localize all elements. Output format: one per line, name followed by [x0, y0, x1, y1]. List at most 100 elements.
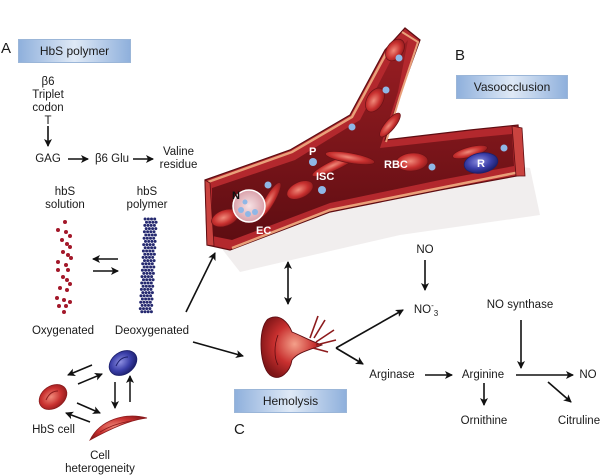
polymer-dot	[151, 284, 155, 288]
polymer-dot	[154, 220, 158, 224]
polymer-dot	[140, 268, 144, 272]
arrow-hbs-to-sickle	[76, 402, 101, 414]
panel-letter-b: B	[455, 47, 466, 64]
polymer-dot	[145, 220, 148, 224]
polymer-dot	[142, 300, 146, 304]
deoxygenated-cell-icon	[108, 350, 138, 376]
label-isc: ISC	[316, 171, 334, 183]
polymer-dot	[150, 291, 154, 295]
polymer-dot	[140, 281, 144, 285]
polymer-dot	[146, 287, 150, 291]
polymer-dot	[149, 223, 153, 227]
polymer-dot	[142, 236, 146, 240]
polymer-dot	[140, 297, 144, 301]
polymer-dot	[149, 259, 153, 263]
polymer-dot	[151, 271, 155, 275]
codon-label: β6 Triplet codon T	[28, 76, 68, 128]
polymer-dot	[148, 300, 152, 304]
polymer-dot	[141, 255, 145, 259]
codon-line-2: Triplet	[32, 89, 64, 101]
no-synthase-label: NO synthase	[486, 299, 554, 311]
polymer-dot	[150, 217, 153, 221]
valine-label: Valine residue	[156, 146, 201, 172]
arrow-blue-to-hbs	[67, 364, 93, 376]
valine-line-2: residue	[159, 159, 198, 171]
polymer-dot	[143, 275, 147, 279]
hemolyzed-cell-icon	[260, 315, 337, 378]
polymer-dot	[144, 255, 148, 259]
polymer-dot	[148, 249, 152, 253]
polymer-dot	[142, 307, 145, 311]
polymer-dot	[148, 284, 151, 288]
hbs-solution-label: hbS solution	[40, 186, 90, 212]
hbs-polymer-dots	[138, 217, 158, 314]
hbs-solution-line-2: solution	[45, 199, 85, 211]
polymer-dot	[142, 243, 146, 247]
polymer-dot	[143, 217, 147, 221]
polymer-dot	[147, 239, 151, 243]
polymer-dot	[143, 287, 147, 291]
polymer-dot	[141, 249, 145, 253]
polymer-dot	[145, 294, 149, 298]
polymer-dot	[142, 294, 146, 298]
arginine-label: Arginine	[461, 369, 505, 381]
polymer-dot	[148, 243, 152, 247]
polymer-dot	[146, 217, 150, 221]
polymer-dot	[142, 265, 146, 269]
polymer-dot	[150, 233, 154, 237]
polymer-dot	[151, 220, 155, 224]
panel-letter-a: A	[1, 40, 12, 57]
label-endothelial-cell: EC	[256, 225, 271, 237]
polymer-dot	[147, 291, 151, 295]
polymer-dot	[146, 223, 150, 227]
polymer-dot	[146, 252, 150, 256]
polymer-dot	[150, 303, 154, 307]
arginase-label: Arginase	[369, 369, 415, 381]
citruline-label: Citruline	[557, 415, 601, 427]
hbs-solution-dots	[55, 220, 73, 314]
polymer-dot	[142, 271, 146, 275]
polymer-dot	[150, 297, 154, 301]
polymer-dot	[146, 259, 150, 263]
glu-label: β6 Glu	[94, 153, 130, 165]
heterogeneity-line-1: Cell	[90, 450, 110, 462]
polymer-dot	[151, 249, 155, 253]
polymer-dot	[143, 246, 147, 250]
polymer-dot	[147, 268, 151, 272]
polymer-dot	[144, 227, 148, 231]
polymer-dot	[151, 278, 155, 282]
codon-line-3: codon	[32, 102, 64, 114]
polymer-dot	[140, 310, 144, 314]
polymer-dot	[153, 217, 157, 221]
polymer-dot	[144, 268, 148, 272]
polymer-dot	[150, 275, 154, 279]
no-right-label: NO	[579, 369, 597, 381]
label-rbc: RBC	[384, 159, 408, 171]
polymer-dot	[148, 271, 152, 275]
polymer-dot	[152, 259, 156, 263]
nitrate-sup: -	[431, 301, 434, 310]
polymer-dot	[139, 300, 143, 304]
reticulocyte-icon	[463, 152, 499, 174]
polymer-dot	[144, 233, 148, 237]
valine-line-1: Valine	[162, 146, 195, 158]
polymer-dot	[144, 297, 148, 301]
polymer-dot	[141, 262, 145, 266]
sickle-cell-icon	[89, 415, 148, 441]
polymer-dot	[149, 230, 153, 234]
polymer-dot	[148, 255, 151, 259]
polymer-dot	[147, 297, 151, 301]
platelets	[264, 54, 508, 194]
nitrate-base: NO	[413, 303, 432, 316]
polymer-dot	[144, 291, 148, 295]
polymer-dot	[144, 262, 148, 266]
polymer-dot	[149, 310, 153, 314]
polymer-dot	[149, 294, 153, 298]
polymer-dot	[139, 287, 143, 291]
polymer-dot	[140, 303, 144, 307]
polymer-dot	[143, 223, 147, 227]
polymer-dot	[142, 230, 146, 234]
codon-line-1: β6	[41, 76, 55, 88]
oxygenated-label: Oxygenated	[31, 325, 94, 337]
